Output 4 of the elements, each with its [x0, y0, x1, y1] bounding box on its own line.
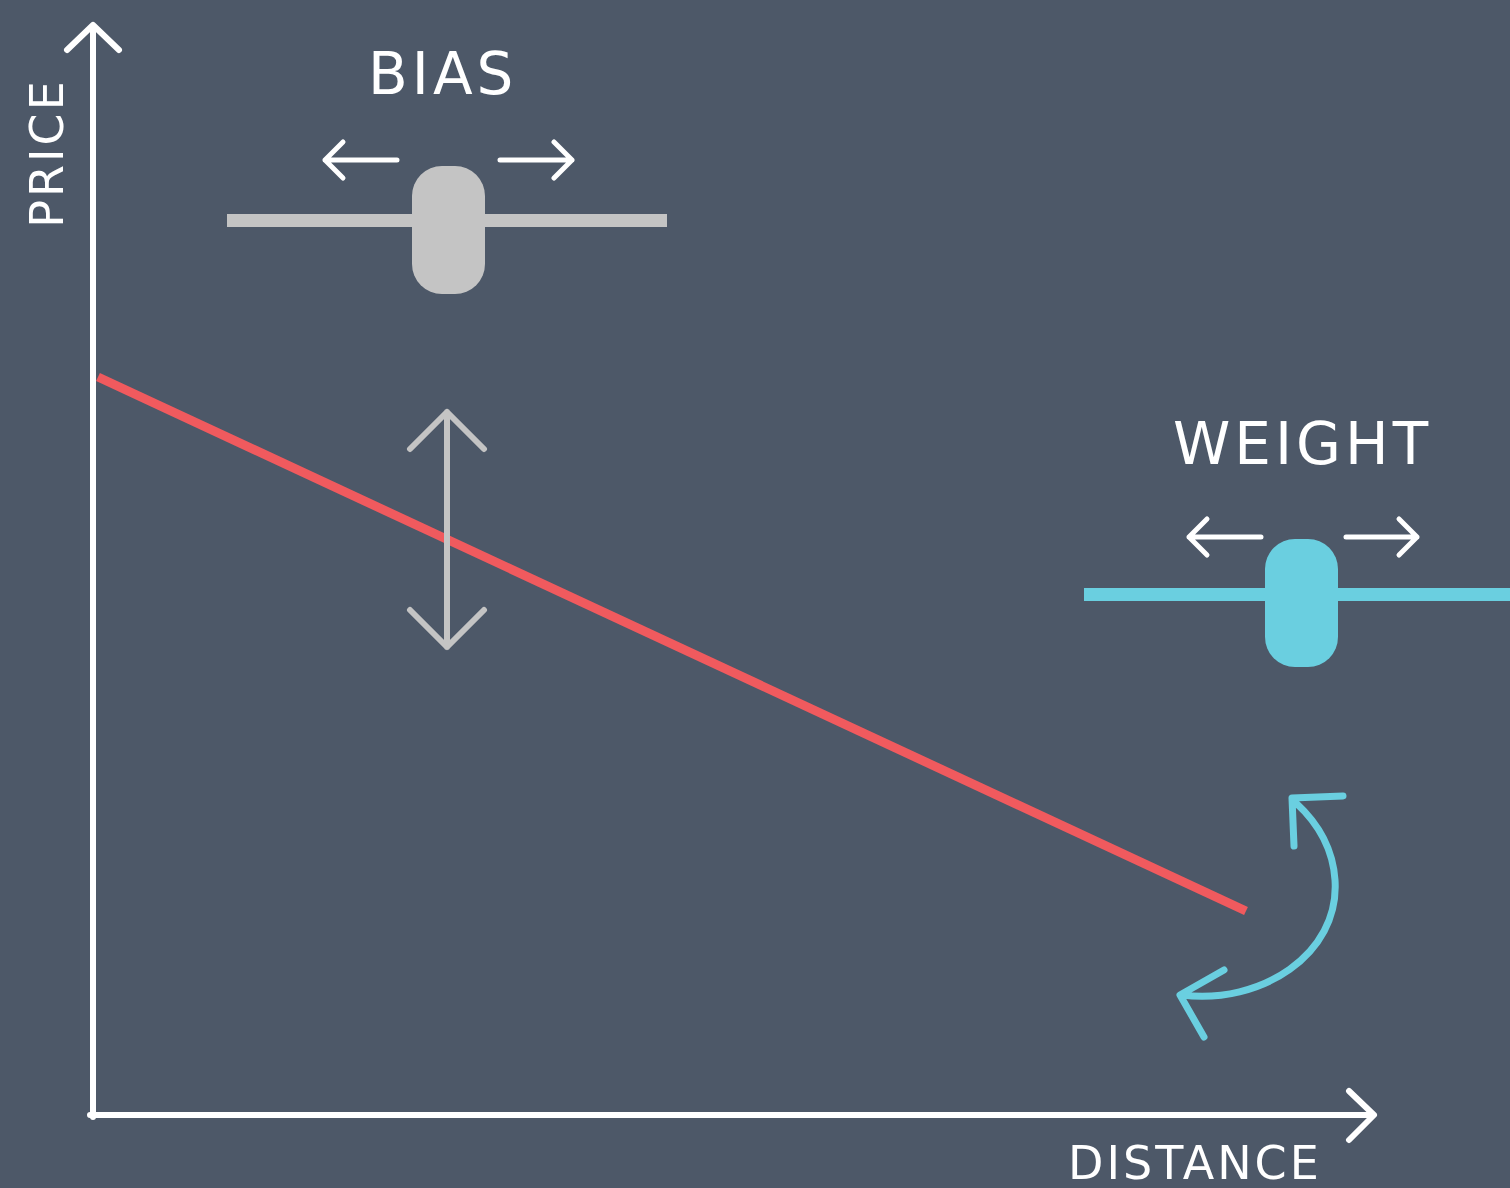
parameter-label: BIAS: [368, 45, 518, 103]
axis-label: DISTANCE: [1068, 1140, 1322, 1186]
axis-label: PRICE: [24, 77, 70, 230]
parameter-label: WEIGHT: [1173, 415, 1433, 473]
